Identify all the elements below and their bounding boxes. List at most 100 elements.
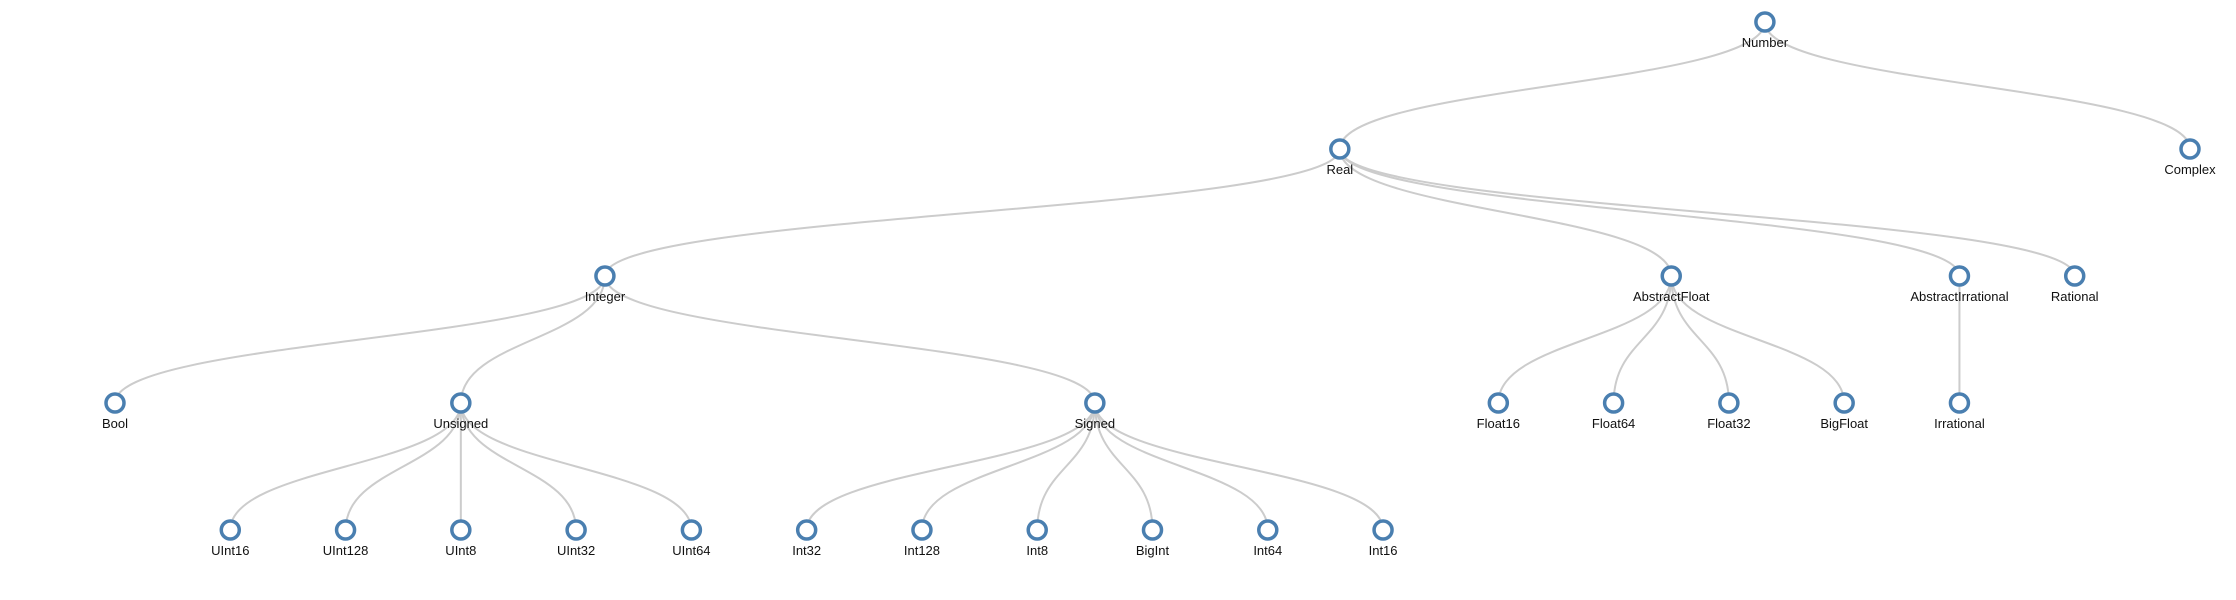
node-circle-icon[interactable] (1141, 519, 1164, 541)
link-signed-to-int16 (1093, 402, 1385, 531)
node-uint128[interactable]: UInt128 (323, 519, 369, 558)
node-circle-icon[interactable] (104, 392, 126, 414)
node-irrational[interactable]: Irrational (1934, 392, 1985, 431)
node-int32[interactable]: Int32 (792, 519, 821, 558)
node-label: AbstractIrrational (1910, 289, 2008, 304)
link-number-to-complex (1763, 21, 2191, 150)
node-uint32[interactable]: UInt32 (557, 519, 595, 558)
node-label: UInt16 (211, 543, 249, 558)
node-circle-icon[interactable] (1084, 392, 1106, 414)
node-label: Signed (1075, 416, 1115, 431)
node-label: UInt128 (323, 543, 369, 558)
node-label: Number (1742, 35, 1789, 50)
node-label: BigInt (1136, 543, 1170, 558)
link-real-to-rational (1338, 148, 2076, 277)
link-abstractfloat-to-float32 (1670, 275, 1730, 404)
link-signed-to-int64 (1093, 402, 1269, 531)
node-int16[interactable]: Int16 (1369, 519, 1398, 558)
node-circle-icon[interactable] (2063, 265, 2086, 287)
node-label: Float32 (1707, 416, 1750, 431)
node-circle-icon[interactable] (1329, 138, 1351, 160)
node-circle-icon[interactable] (680, 519, 703, 541)
node-circle-icon[interactable] (1257, 519, 1279, 541)
node-int128[interactable]: Int128 (904, 519, 940, 558)
node-uint8[interactable]: UInt8 (445, 519, 476, 558)
node-circle-icon[interactable] (2179, 138, 2201, 160)
link-unsigned-to-uint16 (229, 402, 462, 531)
node-circle-icon[interactable] (219, 519, 242, 541)
link-unsigned-to-uint64 (459, 402, 693, 531)
node-circle-icon[interactable] (1948, 265, 1971, 287)
node-label: AbstractFloat (1633, 289, 1710, 304)
node-circle-icon[interactable] (795, 519, 818, 541)
node-uint16[interactable]: UInt16 (211, 519, 249, 558)
node-number[interactable]: Number (1742, 11, 1789, 50)
node-circle-icon[interactable] (1372, 519, 1394, 541)
node-circle-icon[interactable] (1487, 392, 1510, 414)
node-label: UInt8 (445, 543, 476, 558)
link-abstractfloat-to-bigfloat (1670, 275, 1846, 404)
link-real-to-integer (603, 148, 1341, 277)
node-circle-icon[interactable] (1602, 392, 1625, 414)
node-circle-icon[interactable] (1948, 392, 1971, 414)
node-real[interactable]: Real (1326, 138, 1353, 177)
node-unsigned[interactable]: Unsigned (433, 392, 488, 431)
node-float32[interactable]: Float32 (1707, 392, 1751, 431)
node-label: Int8 (1026, 543, 1048, 558)
node-signed[interactable]: Signed (1075, 392, 1115, 431)
link-real-to-abstractfloat (1338, 148, 1673, 277)
node-label: Int16 (1369, 543, 1398, 558)
node-uint64[interactable]: UInt64 (672, 519, 711, 558)
link-abstractfloat-to-float64 (1612, 275, 1673, 404)
node-label: Rational (2051, 289, 2099, 304)
node-label: UInt32 (557, 543, 595, 558)
node-circle-icon[interactable] (450, 392, 472, 414)
node-label: Complex (2164, 162, 2216, 177)
node-label: Irrational (1934, 416, 1985, 431)
link-integer-to-bool (114, 275, 606, 404)
node-abstractirrational[interactable]: AbstractIrrational (1910, 265, 2009, 304)
node-circle-icon[interactable] (1026, 519, 1048, 541)
link-signed-to-int8 (1036, 402, 1096, 531)
node-label: Int32 (792, 543, 821, 558)
node-int8[interactable]: Int8 (1026, 519, 1048, 558)
node-bigint[interactable]: BigInt (1136, 519, 1170, 558)
node-integer[interactable]: Integer (585, 265, 626, 304)
link-unsigned-to-uint32 (459, 402, 578, 531)
link-signed-to-bigint (1093, 402, 1154, 531)
node-label: BigFloat (1820, 416, 1868, 431)
link-abstractfloat-to-float16 (1497, 275, 1673, 404)
node-circle-icon[interactable] (565, 519, 587, 541)
node-label: Int64 (1253, 543, 1282, 558)
node-bigfloat[interactable]: BigFloat (1820, 392, 1868, 431)
link-real-to-abstractirrational (1338, 148, 1961, 277)
node-circle-icon[interactable] (1833, 392, 1855, 414)
node-circle-icon[interactable] (334, 519, 357, 541)
node-circle-icon[interactable] (911, 519, 933, 541)
node-circle-icon[interactable] (1660, 265, 1682, 287)
node-label: Int128 (904, 543, 940, 558)
node-label: Integer (585, 289, 626, 304)
node-int64[interactable]: Int64 (1253, 519, 1282, 558)
link-signed-to-int32 (805, 402, 1096, 531)
node-label: Float16 (1477, 416, 1520, 431)
node-float64[interactable]: Float64 (1592, 392, 1635, 431)
node-float16[interactable]: Float16 (1477, 392, 1520, 431)
node-abstractfloat[interactable]: AbstractFloat (1633, 265, 1710, 304)
node-circle-icon[interactable] (1718, 392, 1740, 414)
node-rational[interactable]: Rational (2051, 265, 2099, 304)
tree-links (114, 21, 2191, 531)
node-circle-icon[interactable] (1754, 11, 1776, 33)
node-complex[interactable]: Complex (2164, 138, 2216, 177)
link-number-to-real (1338, 21, 1766, 150)
link-unsigned-to-uint128 (344, 402, 462, 531)
node-circle-icon[interactable] (450, 519, 472, 541)
node-circle-icon[interactable] (594, 265, 616, 287)
link-integer-to-unsigned (459, 275, 606, 404)
link-signed-to-int128 (920, 402, 1096, 531)
node-bool[interactable]: Bool (102, 392, 128, 431)
node-label: Bool (102, 416, 128, 431)
node-label: Float64 (1592, 416, 1635, 431)
